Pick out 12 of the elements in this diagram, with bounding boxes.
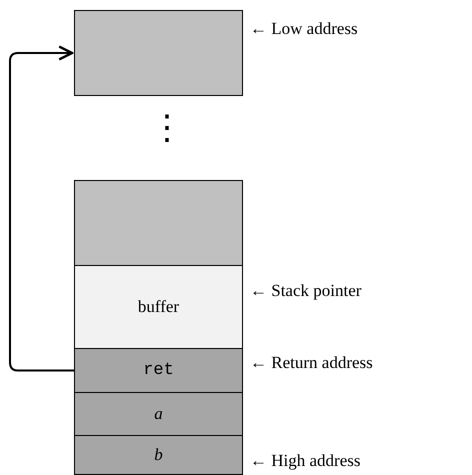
address-label: ← Return address	[250, 352, 373, 374]
address-label: ← High address	[250, 450, 360, 472]
memory-cell: a	[74, 392, 243, 436]
ellipsis: ⋮	[150, 112, 184, 146]
arrow	[9, 45, 74, 372]
address-label: ← Stack pointer	[250, 280, 362, 302]
empty-memory-cell	[74, 180, 243, 266]
memory-cell: ret	[74, 348, 243, 393]
empty-memory-cell	[74, 10, 243, 96]
memory-cell: b	[74, 435, 243, 475]
address-label: ← Low address	[250, 18, 358, 40]
memory-cell: buffer	[74, 265, 243, 349]
